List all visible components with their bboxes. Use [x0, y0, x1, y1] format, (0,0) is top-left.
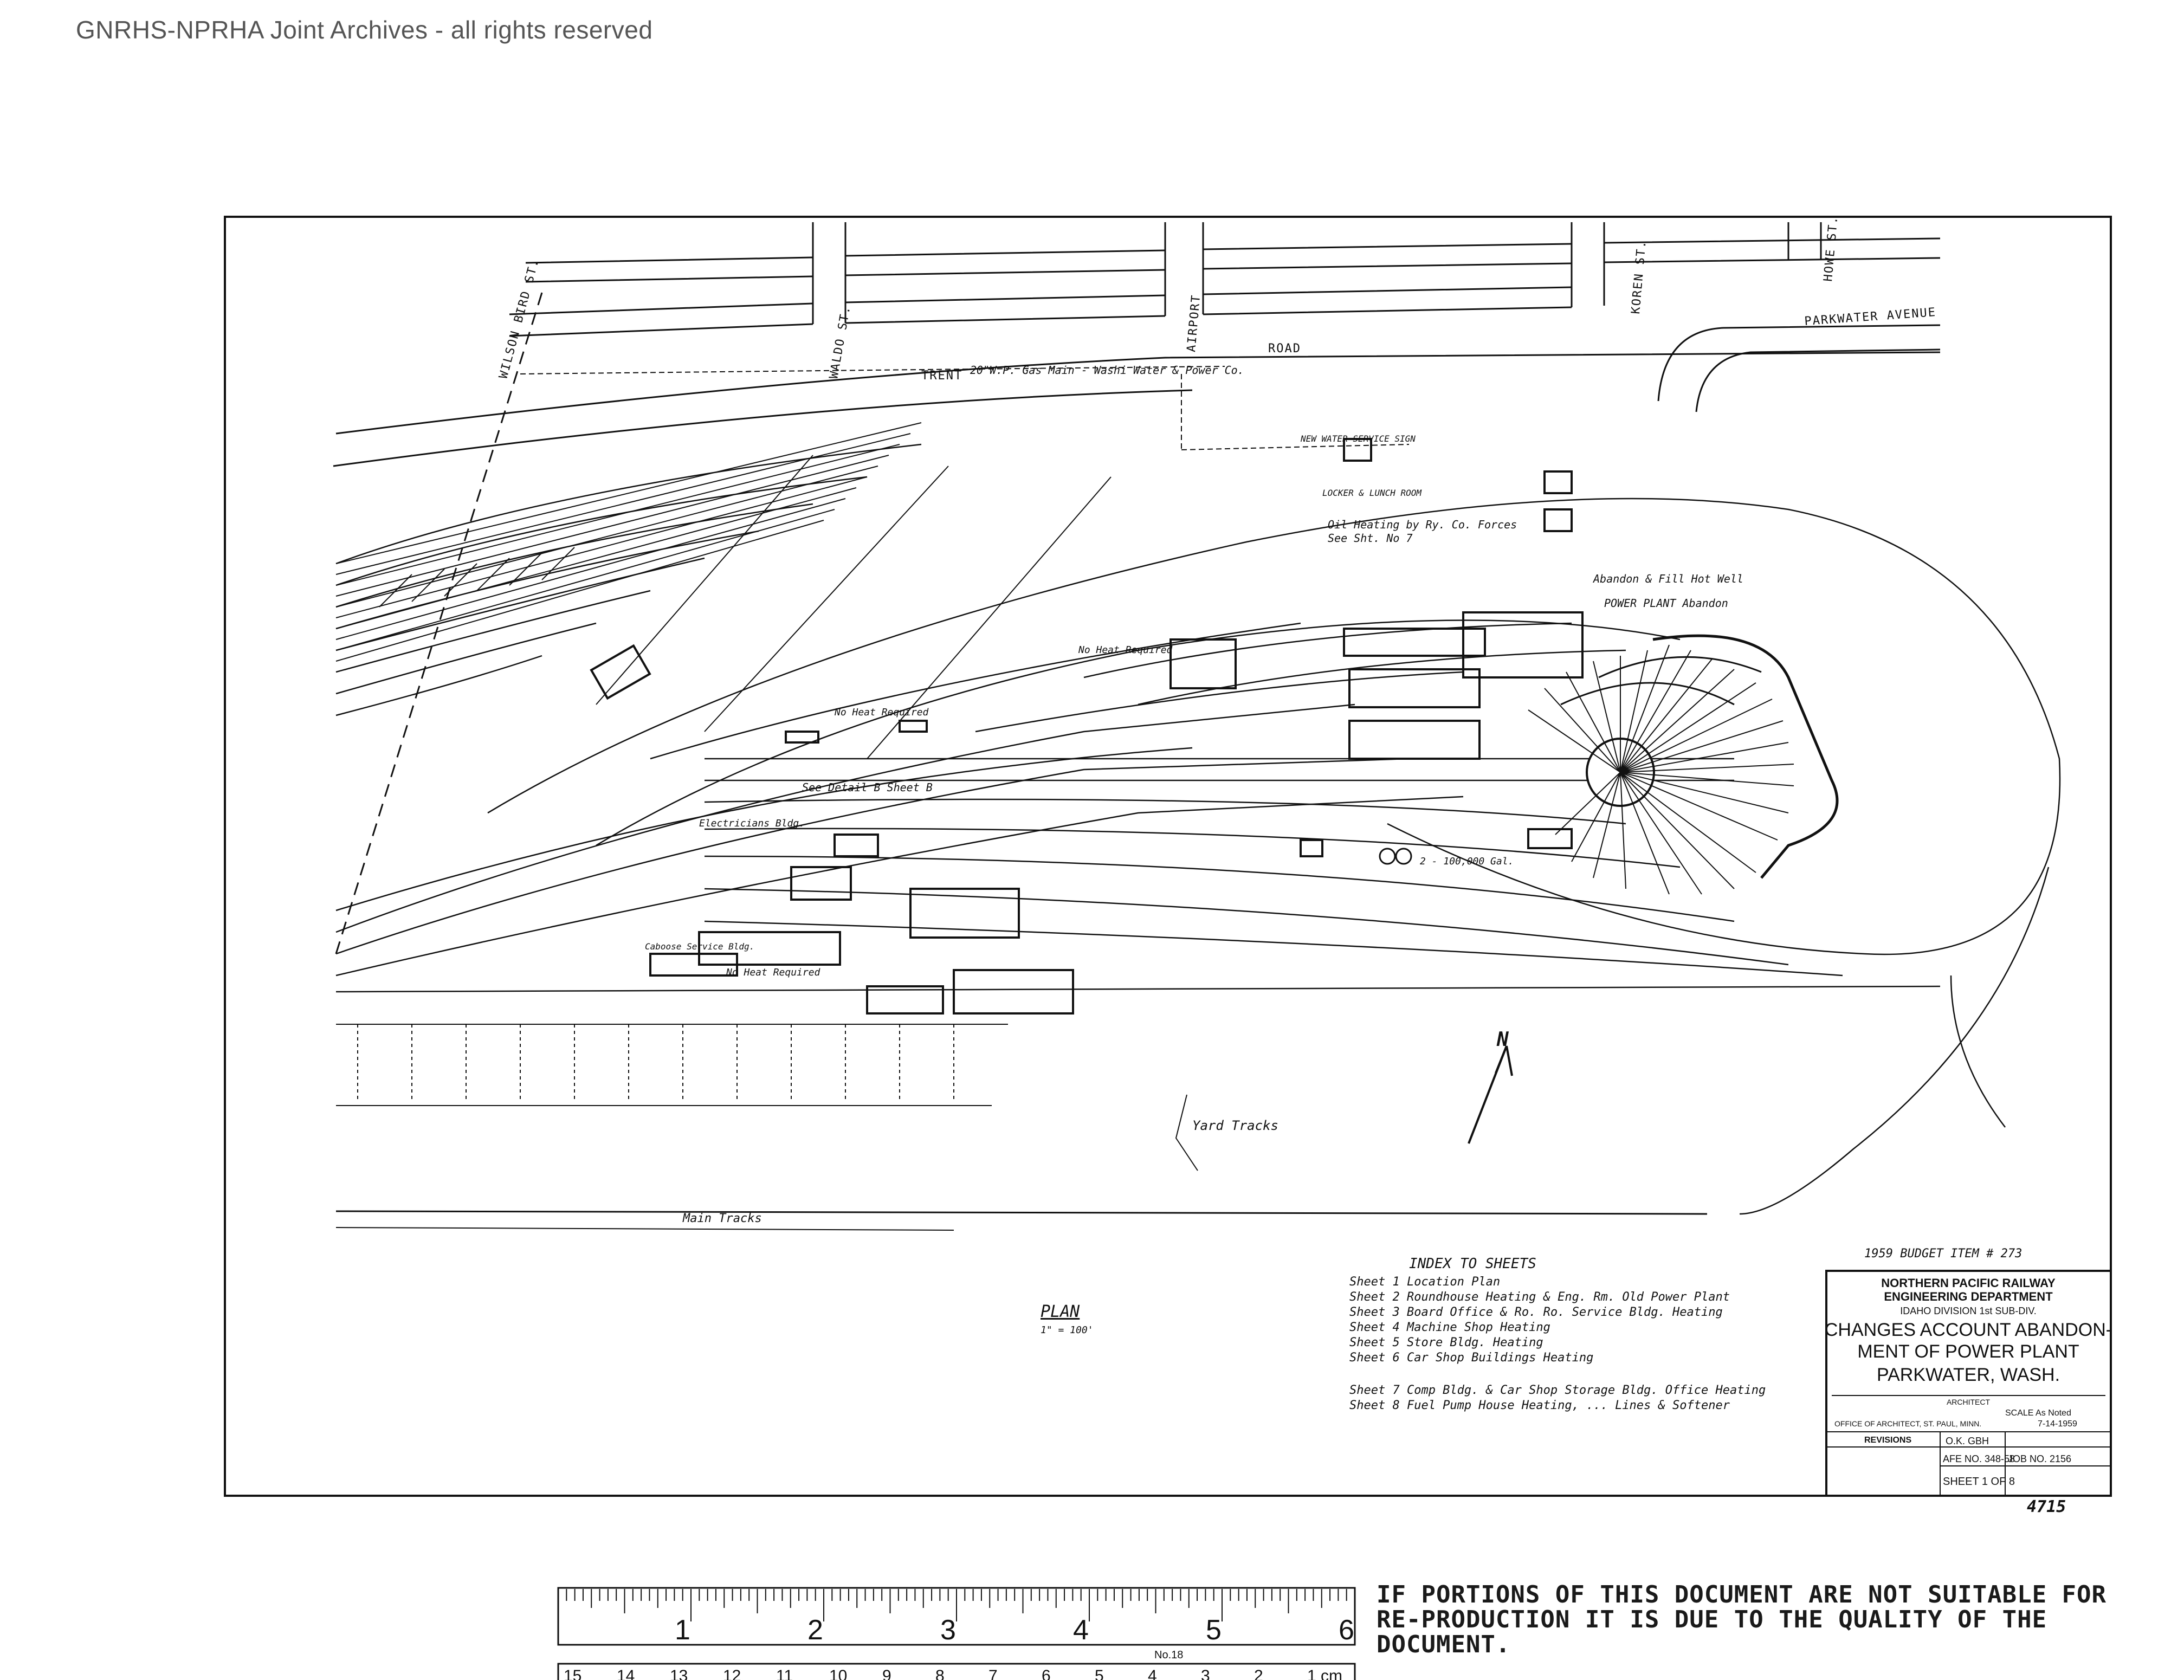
tb-title2: MENT OF POWER PLANT	[1857, 1341, 2079, 1362]
ruler-cm-label: 5	[1095, 1667, 1104, 1680]
see-sheet7-label: See Sht. No 7	[1328, 532, 1413, 545]
ruler-inch-5: 5	[1206, 1614, 1222, 1646]
tb-job: JOB NO. 2156	[2008, 1453, 2071, 1464]
tb-office: OFFICE OF ARCHITECT, ST. PAUL, MINN.	[1834, 1419, 1981, 1428]
index-item-2: Sheet 2 Roundhouse Heating & Eng. Rm. Ol…	[1349, 1290, 1730, 1304]
no-heat-label-2: No Heat Required	[834, 707, 929, 718]
street-trent: TRENT	[921, 369, 962, 383]
tb-dept: ENGINEERING DEPARTMENT	[1884, 1290, 2053, 1303]
tb-ok: O.K. GBH	[1946, 1436, 1989, 1446]
ruler-inch-4: 4	[1073, 1614, 1089, 1646]
yard-tracks-label: Yard Tracks	[1192, 1118, 1278, 1133]
tb-title1: CHANGES ACCOUNT ABANDON-	[1825, 1320, 2112, 1340]
ladder-tracks	[335, 422, 1112, 759]
tb-title3: PARKWATER, WASH.	[1877, 1365, 2060, 1385]
street-grid	[333, 222, 1941, 467]
index-item-8: Sheet 8 Fuel Pump House Heating, ... Lin…	[1349, 1399, 1730, 1412]
ruler-cm-label: 3	[1201, 1667, 1210, 1680]
roundhouse	[1528, 634, 1839, 895]
north-label: N	[1496, 1029, 1509, 1051]
street-koren: KOREN ST.	[1629, 240, 1649, 315]
tb-date: 7-14-1959	[2038, 1419, 2077, 1429]
ruler-inch-6: 6	[1339, 1614, 1354, 1646]
tb-afe: AFE NO. 348-58	[1943, 1453, 2015, 1464]
index-item-7: Sheet 7 Comp Bldg. & Car Shop Storage Bl…	[1349, 1384, 1766, 1397]
ruler-cm-label: 10	[829, 1667, 847, 1680]
street-howe: HOWE ST.	[1821, 215, 1841, 282]
locker-label: LOCKER & LUNCH ROOM	[1322, 488, 1422, 498]
gas-main-line	[520, 366, 1410, 450]
ruler-inch-3: 3	[940, 1614, 956, 1646]
ruler-inch-1: 1	[675, 1614, 690, 1646]
no-heat-label-1: No Heat Required	[1078, 644, 1173, 656]
tanks-label: 2 - 100,000 Gal.	[1420, 856, 1514, 867]
street-waldo: WALDO ST.	[827, 305, 853, 380]
title-block: NORTHERN PACIFIC RAILWAY ENGINEERING DEP…	[1825, 1270, 2112, 1497]
main-track-2	[335, 1227, 954, 1231]
plan-label: PLAN	[1041, 1302, 1080, 1321]
tb-sheet: SHEET 1 OF 8	[1943, 1476, 2015, 1488]
north-arrow	[1468, 1045, 1513, 1144]
sheet-border	[224, 216, 2112, 1497]
no-heat-label-3: No Heat Required	[726, 967, 821, 978]
ruler-cm-label: 8	[935, 1667, 945, 1680]
caboose-label: Caboose Service Bldg.	[645, 941, 754, 952]
abandon-fill-label: Abandon & Fill Hot Well	[1592, 572, 1743, 585]
street-road: ROAD	[1268, 342, 1301, 356]
ruler-cm-label: 13	[670, 1667, 688, 1680]
index-item-3: Sheet 3 Board Office & Ro. Ro. Service B…	[1349, 1306, 1723, 1319]
pier-supports	[336, 1024, 1008, 1106]
street-airport: AIRPORT	[1185, 294, 1203, 352]
index-item-5: Sheet 5 Store Bldg. Heating	[1349, 1336, 1543, 1349]
ruler-cm-label: 6	[1042, 1667, 1051, 1680]
tb-division: IDAHO DIVISION 1st SUB-DIV.	[1900, 1306, 2036, 1316]
ruler-cm-label: 14	[617, 1667, 635, 1680]
yard-tracks	[335, 443, 2061, 1215]
index-item-6: Sheet 6 Car Shop Buildings Heating	[1349, 1351, 1593, 1365]
tanks	[1379, 848, 1412, 865]
oil-heating-label: Oil Heating by Ry. Co. Forces	[1328, 518, 1517, 531]
ruler-cm-label: 12	[723, 1667, 741, 1680]
stamp-number: 4715	[2027, 1497, 2066, 1516]
index-title: INDEX TO SHEETS	[1409, 1256, 1536, 1272]
buildings	[590, 438, 1584, 1015]
power-plant-label: POWER PLANT Abandon	[1604, 597, 1728, 610]
tb-revisions: REVISIONS	[1864, 1436, 1911, 1445]
measuring-ruler: 1 2 3 4 5 6 No.18 15 14 13 12 11 10 9 8 7 6 5 4 3 2 1 …	[557, 1587, 1356, 1680]
street-wilson: WILSON BIRD ST.	[497, 257, 542, 380]
ruler-cm-label: 1 cm	[1307, 1667, 1342, 1680]
ruler-maker: No.18	[1154, 1649, 1183, 1661]
tb-scale: SCALE As Noted	[2005, 1408, 2071, 1418]
ruler-cm-label: 7	[988, 1667, 998, 1680]
see-detail-label: See Detail B Sheet B	[802, 781, 933, 794]
main-track	[335, 1210, 1708, 1215]
gas-main-label: 20"W.P. Gas Main - Washi Water & Power C…	[970, 364, 1244, 377]
index-item-1: Sheet 1 Location Plan	[1349, 1275, 1500, 1289]
tb-architect: ARCHITECT	[1947, 1398, 1991, 1406]
ruler-cm-label: 9	[882, 1667, 891, 1680]
plan-scale: 1" = 100'	[1041, 1324, 1094, 1336]
main-tracks-label: Main Tracks	[682, 1212, 762, 1225]
budget-item: 1959 BUDGET ITEM # 273	[1864, 1247, 2022, 1261]
quality-notice: IF PORTIONS OF THIS DOCUMENT ARE NOT SUI…	[1377, 1581, 2107, 1658]
water-service-label: NEW WATER SERVICE SIGN	[1300, 434, 1416, 444]
archive-watermark: GNRHS-NPRHA Joint Archives - all rights …	[76, 16, 653, 44]
ruler-cm-label: 2	[1254, 1667, 1263, 1680]
electricians-label: Electricians Bldg.	[699, 818, 805, 829]
turntable-radials	[1528, 644, 1794, 895]
tb-company: NORTHERN PACIFIC RAILWAY	[1881, 1276, 2056, 1290]
ruler-cm-label: 11	[776, 1667, 793, 1680]
ruler-inch-2: 2	[807, 1614, 823, 1646]
ruler-cm-label: 4	[1148, 1667, 1157, 1680]
ruler-cm-label: 15	[564, 1667, 581, 1680]
property-line	[335, 292, 543, 954]
index-item-4: Sheet 4 Machine Shop Heating	[1349, 1321, 1550, 1334]
index-to-sheets: INDEX TO SHEETS Sheet 1 Location Plan Sh…	[1349, 1256, 1766, 1412]
